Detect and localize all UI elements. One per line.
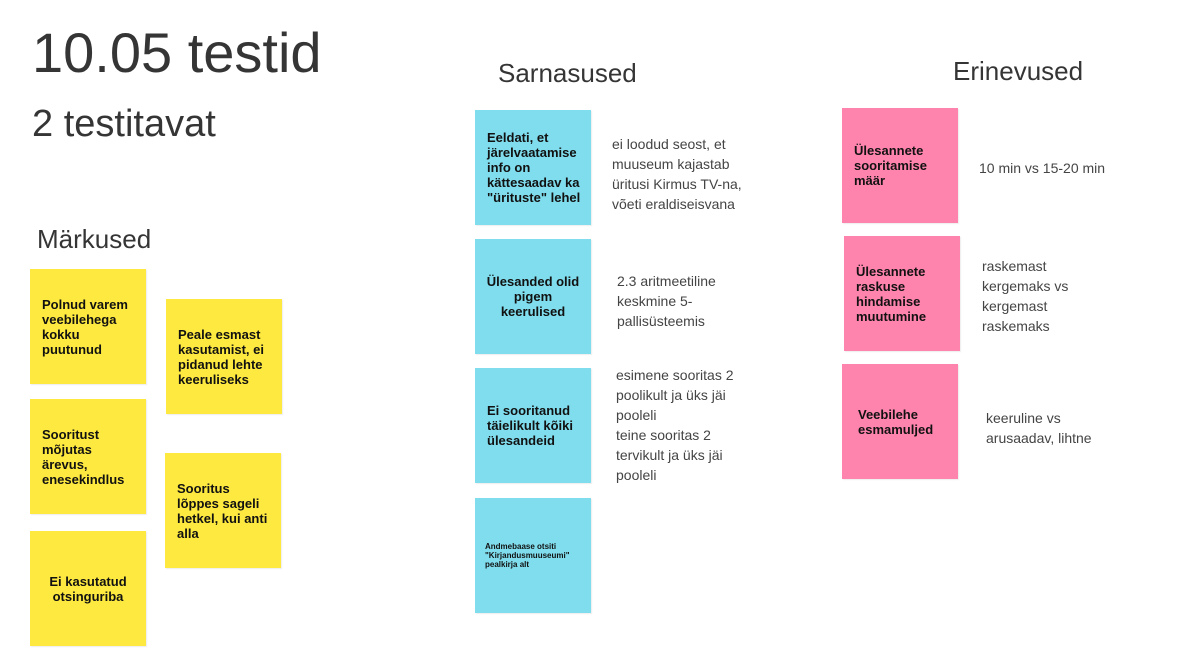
sticky-note-sarnasused[interactable]: Andmebaase otsiti "Kirjandusmuuseumi" pe… (475, 498, 591, 613)
sticky-note-text: Polnud varem veebilehega kokku puutunud (42, 296, 128, 357)
comment-line: raskemaks (982, 318, 1050, 334)
comment-line: raskemast (982, 258, 1047, 274)
comment-line: kergemast (982, 298, 1048, 314)
sticky-note-sarnasused[interactable]: Ülesanded olid pigem keerulised (475, 239, 591, 354)
comment-line: arusaadav, lihtne (986, 430, 1092, 446)
comment-line: üritusi Kirmus TV-na, (612, 176, 742, 192)
comment-line: keskmine 5- (617, 293, 693, 309)
sticky-note-text: Ülesanded olid pigem keerulised (486, 274, 580, 319)
comment-line: tervikult ja üks jäi (616, 447, 723, 463)
comment-line: poolikult ja üks jäi (616, 387, 726, 403)
sarnasused-comment: ei loodud seost, et muuseum kajastab üri… (612, 134, 742, 214)
comment-line: pooleli (616, 407, 657, 423)
sticky-note-sarnasused[interactable]: Ei sooritanud täielikult kõiki ülesandei… (475, 368, 591, 483)
comment-line: kergemaks vs (982, 278, 1069, 294)
sticky-note-text: Peale esmast kasutamist, ei pidanud leht… (178, 326, 264, 387)
sticky-note-markused[interactable]: Sooritus lõppes sageli hetkel, kui anti … (165, 453, 281, 568)
comment-line: esimene sooritas 2 (616, 367, 734, 383)
comment-line: 10 min vs 15-20 min (979, 160, 1106, 176)
erinevused-comment: keeruline vs arusaadav, lihtne (986, 408, 1092, 448)
comment-line: ei loodud seost, et (612, 136, 726, 152)
comment-line: muuseum kajastab (612, 156, 730, 172)
sticky-note-text: Ülesannete raskuse hindamise muutumine (856, 263, 927, 324)
sticky-note-erinevused[interactable]: Ülesannete sooritamise määr (842, 108, 958, 223)
sticky-note-sarnasused[interactable]: Eeldati, et järelvaatamise info on kätte… (475, 110, 591, 225)
sticky-note-text: Eeldati, et järelvaatamise info on kätte… (487, 130, 581, 205)
sticky-note-erinevused[interactable]: Veebilehe esmamuljed (842, 364, 958, 479)
comment-line: võeti eraldiseisvana (612, 196, 735, 212)
sticky-note-markused[interactable]: Ei kasutatud otsinguriba (30, 531, 146, 646)
sticky-note-text: Sooritus lõppes sageli hetkel, kui anti … (177, 480, 268, 541)
sticky-note-markused[interactable]: Polnud varem veebilehega kokku puutunud (30, 269, 146, 384)
sticky-note-markused[interactable]: Peale esmast kasutamist, ei pidanud leht… (166, 299, 282, 414)
sticky-note-text: Ei kasutatud otsinguriba (49, 573, 127, 604)
comment-line: 2.3 aritmeetiline (617, 273, 716, 289)
heading-markused: Märkused (37, 224, 152, 254)
erinevused-comment: 10 min vs 15-20 min (979, 158, 1105, 178)
comment-line: keeruline vs (986, 410, 1061, 426)
heading-erinevused: Erinevused (953, 56, 1084, 86)
sticky-note-text: Ei sooritanud täielikult kõiki ülesandei… (487, 403, 573, 448)
sticky-note-markused[interactable]: Sooritust mõjutas ärevus, enesekindlus (30, 399, 146, 514)
heading-sarnasused: Sarnasused (498, 58, 637, 88)
comment-line: pallisüsteemis (617, 313, 705, 329)
page-title: 10.05 testid (32, 21, 322, 84)
erinevused-comment: raskemast kergemaks vs kergemast raskema… (982, 256, 1068, 336)
sticky-note-text: Veebilehe esmamuljed (858, 406, 934, 437)
comment-line: pooleli (616, 467, 657, 483)
sarnasused-comment: esimene sooritas 2 poolikult ja üks jäi … (616, 365, 734, 485)
sarnasused-comment: 2.3 aritmeetiline keskmine 5- pallisüste… (617, 271, 716, 331)
sticky-note-erinevused[interactable]: Ülesannete raskuse hindamise muutumine (844, 236, 960, 351)
sticky-note-text: Andmebaase otsiti "Kirjandusmuuseumi" pe… (485, 542, 570, 569)
sticky-note-text: Ülesannete sooritamise määr (854, 143, 927, 188)
page-subtitle: 2 testitavat (32, 103, 216, 145)
sticky-note-text: Sooritust mõjutas ärevus, enesekindlus (42, 426, 125, 487)
comment-line: teine sooritas 2 (616, 427, 711, 443)
